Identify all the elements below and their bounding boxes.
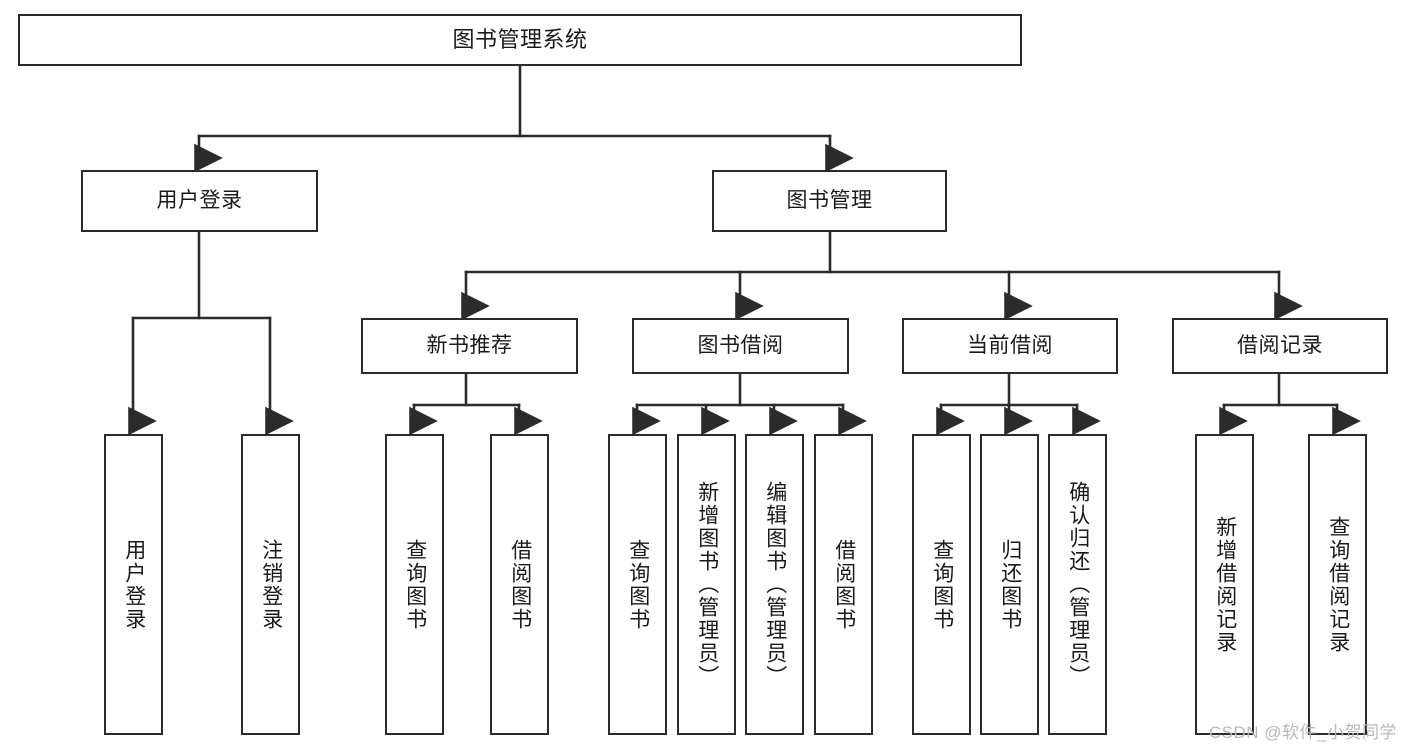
node-leaf-query-record[interactable]: 查询借阅记录 bbox=[1308, 434, 1367, 735]
node-leaf-confirm-return[interactable]: 确认归还（管理员） bbox=[1048, 434, 1107, 735]
node-leaf-return-book[interactable]: 归还图书 bbox=[980, 434, 1039, 735]
node-user-login-label: 用户登录 bbox=[156, 189, 243, 213]
node-leaf-return-book-label: 归还图书 bbox=[998, 538, 1022, 631]
node-leaf-query-book-c-label: 查询图书 bbox=[930, 538, 954, 631]
node-current-borrow[interactable]: 当前借阅 bbox=[902, 318, 1118, 374]
node-leaf-query-book-c[interactable]: 查询图书 bbox=[912, 434, 971, 735]
node-leaf-query-book-a-label: 查询图书 bbox=[403, 538, 427, 631]
node-borrow-record[interactable]: 借阅记录 bbox=[1172, 318, 1388, 374]
node-leaf-query-book-b[interactable]: 查询图书 bbox=[608, 434, 667, 735]
node-new-book-rec[interactable]: 新书推荐 bbox=[361, 318, 578, 374]
node-leaf-add-book[interactable]: 新增图书（管理员） bbox=[677, 434, 736, 735]
node-leaf-logout[interactable]: 注销登录 bbox=[241, 434, 300, 735]
node-new-book-rec-label: 新书推荐 bbox=[426, 334, 513, 358]
node-leaf-edit-book[interactable]: 编辑图书（管理员） bbox=[745, 434, 804, 735]
node-book-manage[interactable]: 图书管理 bbox=[712, 170, 947, 232]
node-leaf-borrow-book-a[interactable]: 借阅图书 bbox=[490, 434, 549, 735]
node-leaf-borrow-book-b-label: 借阅图书 bbox=[832, 538, 856, 631]
node-leaf-query-record-label: 查询借阅记录 bbox=[1326, 515, 1350, 654]
node-current-borrow-label: 当前借阅 bbox=[967, 334, 1053, 358]
node-leaf-add-record-label: 新增借阅记录 bbox=[1213, 515, 1237, 654]
csdn-watermark: CSDN @软件_小贺同学 bbox=[1208, 723, 1397, 742]
node-leaf-borrow-book-b[interactable]: 借阅图书 bbox=[814, 434, 873, 735]
node-book-borrow[interactable]: 图书借阅 bbox=[632, 318, 849, 374]
node-leaf-query-book-b-label: 查询图书 bbox=[626, 538, 650, 631]
node-book-manage-label: 图书管理 bbox=[786, 189, 873, 213]
node-leaf-edit-book-label: 编辑图书（管理员） bbox=[763, 481, 787, 688]
node-leaf-add-book-label: 新增图书（管理员） bbox=[695, 481, 719, 688]
node-root-label: 图书管理系统 bbox=[452, 26, 588, 52]
node-leaf-add-record[interactable]: 新增借阅记录 bbox=[1195, 434, 1254, 735]
node-user-login[interactable]: 用户登录 bbox=[81, 170, 318, 232]
node-borrow-record-label: 借阅记录 bbox=[1237, 334, 1323, 358]
node-leaf-logout-label: 注销登录 bbox=[259, 538, 283, 631]
node-leaf-user-login-label: 用户登录 bbox=[122, 538, 146, 631]
node-root[interactable]: 图书管理系统 bbox=[18, 14, 1022, 66]
node-book-borrow-label: 图书借阅 bbox=[697, 334, 784, 358]
node-leaf-borrow-book-a-label: 借阅图书 bbox=[508, 538, 532, 631]
node-leaf-query-book-a[interactable]: 查询图书 bbox=[385, 434, 444, 735]
node-leaf-user-login[interactable]: 用户登录 bbox=[104, 434, 163, 735]
node-leaf-confirm-return-label: 确认归还（管理员） bbox=[1066, 481, 1090, 688]
